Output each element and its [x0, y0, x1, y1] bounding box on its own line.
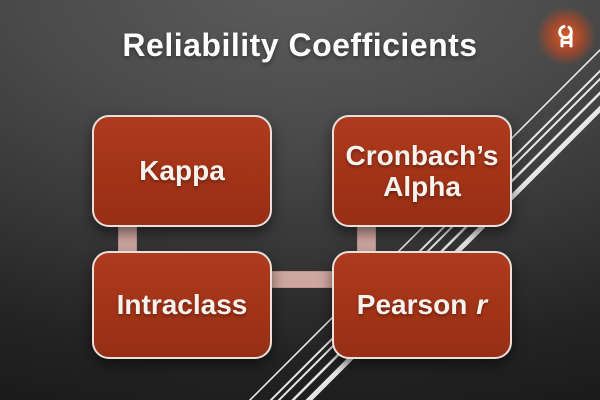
connector-intraclass-pearson: [268, 271, 336, 288]
node-pearson-r-label-italic: r: [476, 289, 488, 321]
node-pearson-r-label: Pearson: [356, 289, 468, 321]
slide-title: Reliability Coefficients: [122, 27, 478, 63]
connector-kappa-intraclass: [118, 221, 137, 255]
node-kappa: Kappa: [92, 115, 272, 227]
home-icon: [558, 24, 573, 48]
node-cronbachs-alpha: Cronbach’s Alpha: [332, 115, 512, 227]
node-intraclass: Intraclass: [92, 251, 272, 359]
node-intraclass-label: Intraclass: [116, 289, 248, 321]
home-button[interactable]: [536, 6, 596, 66]
node-cronbachs-alpha-label: Cronbach’s Alpha: [345, 139, 499, 202]
node-kappa-label: Kappa: [139, 155, 225, 187]
